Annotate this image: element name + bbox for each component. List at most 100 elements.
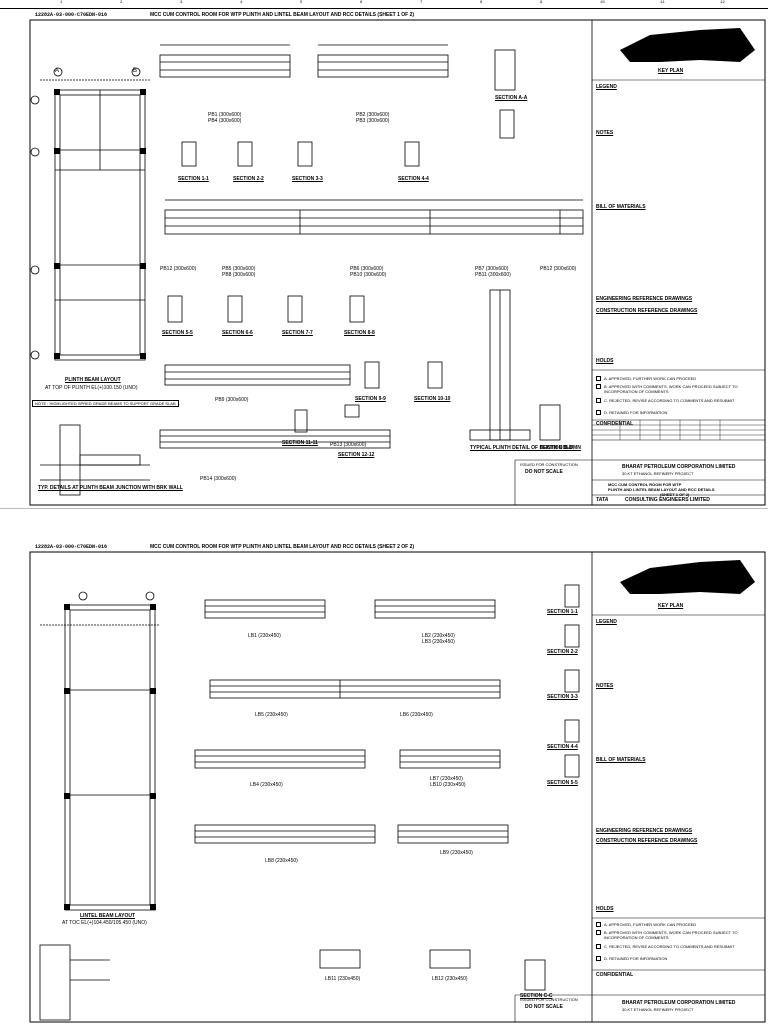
plinth-plan-note: NOTE : HIGHLIGHTED SPRED GRADE BEAMS TO …	[32, 400, 179, 407]
beam-label-lb2: LB2 (230x450)	[422, 633, 455, 639]
beam-label-lb5: LB5 (230x450)	[255, 712, 288, 718]
section-label: SECTION 1-1	[547, 609, 578, 615]
ruler-number: 12	[720, 1, 725, 5]
project-name: 30 KT ETHANOL REFINERY PROJECT	[622, 1007, 694, 1012]
notes-title: NOTES	[596, 683, 614, 689]
plinth-plan-title: PLINTH BEAM LAYOUT	[65, 377, 121, 383]
ruler-number: 4	[240, 1, 243, 5]
client-name: BHARAT PETROLEUM CORPORATION LIMITED	[622, 1000, 736, 1006]
bom-title: BILL OF MATERIALS	[596, 757, 646, 763]
section-label: SECTION 6-6	[222, 330, 253, 336]
issued-stamp: ISSUED FOR CONSTRUCTION	[520, 997, 578, 1002]
plinth-plan-subtitle: AT TOP OF PLINTH EL(+)100.150 (UNO)	[45, 385, 138, 391]
project-name: 30 KT ETHANOL REFINERY PROJECT	[622, 471, 694, 476]
typical-plinth-title: TYPICAL PLINTH DETAIL OF PLINTH COLUMN	[470, 445, 581, 451]
section-label: SECTION 12-12	[338, 452, 375, 458]
drawing-title-1: MCC CUM CONTROL ROOM FOR WTP	[608, 482, 682, 487]
do-not-scale: DO NOT SCALE	[525, 469, 563, 475]
sheet-header-rotated: MCC CUM CONTROL ROOM FOR WTP PLINTH AND …	[150, 12, 415, 18]
ruler-number: 2	[120, 1, 123, 5]
sheet-separator	[0, 508, 768, 542]
beam-label-lb1: LB1 (230x450)	[248, 633, 281, 639]
legend-title: LEGEND	[596, 619, 617, 625]
section-label: SECTION 11-11	[282, 440, 318, 446]
hold-checkbox-a	[596, 376, 601, 381]
ruler-number: 10	[600, 1, 605, 5]
bom-title: BILL OF MATERIALS	[596, 204, 646, 210]
beam-label-pb4: PB4 (300x600)	[208, 118, 242, 124]
beam-label-lb11: LB11 (230x450)	[325, 976, 361, 982]
confidential-label: CONFIDENTIAL	[596, 421, 634, 427]
drawing-title-3: (SHEET 1 OF 2)	[660, 492, 690, 497]
beam-label-pb2: PB2 (300x600)	[356, 112, 390, 118]
notes-title: NOTES	[596, 130, 614, 136]
ruler-number: 9	[540, 1, 543, 5]
beam-label-pb10: PB10 (300x600)	[350, 272, 387, 278]
hold-option-d: D. RETAINED FOR INFORMATION	[604, 410, 668, 415]
beam-label-lb10: LB10 (230x450)	[430, 782, 466, 788]
hold-checkbox-d	[596, 410, 601, 415]
beam-label-lb3: LB3 (230x450)	[422, 639, 455, 645]
eng-ref-title: ENGINEERING REFERENCE DRAWINGS	[596, 828, 693, 834]
beam-label-lb4: LB4 (230x450)	[250, 782, 283, 788]
doc-number-rotated: 12282A-03-000-C70EDN-016	[35, 12, 108, 18]
hold-option-b: B. APPROVED WITH COMMENTS, WORK CAN PROC…	[604, 384, 738, 394]
hold-checkbox-c	[596, 944, 601, 949]
section-label: SECTION 7-7	[282, 330, 313, 336]
ruler-number: 11	[660, 1, 665, 5]
sheet-1-linework	[29, 19, 766, 506]
ruler-number: 1	[60, 1, 63, 5]
grid-bubble-b: B	[133, 68, 138, 74]
hold-checkbox-b	[596, 930, 601, 935]
beam-label-lb7: LB7 (230x450)	[430, 776, 463, 782]
ruler-number: 8	[480, 1, 483, 5]
section-label: SECTION 5-5	[547, 780, 578, 786]
beam-label-pb5: PB5 (300x600)	[222, 266, 256, 272]
hold-option-c: C. REJECTED, REVISE ACCORDING TO COMMENT…	[604, 398, 735, 403]
issued-stamp: ISSUED FOR CONSTRUCTION	[520, 462, 578, 467]
hold-option-a: A. APPROVED, FURTHER WORK CAN PROCEED	[604, 376, 697, 381]
hold-option-d: D. RETAINED FOR INFORMATION	[604, 956, 668, 961]
sheet-ruler: 1 2 3 4 5 6 7 8 9 10 11 12	[0, 0, 768, 9]
client-name: BHARAT PETROLEUM CORPORATION LIMITED	[622, 464, 736, 470]
section-label: SECTION 4-4	[547, 744, 578, 750]
do-not-scale: DO NOT SCALE	[525, 1004, 563, 1010]
eng-ref-title: ENGINEERING REFERENCE DRAWINGS	[596, 296, 693, 302]
section-label: SECTION A-A	[495, 95, 528, 101]
beam-label-pb6: PB6 (300x600)	[350, 266, 384, 272]
sheet-2-linework	[29, 551, 766, 1023]
section-label: SECTION 4-4	[398, 176, 429, 182]
hold-option-b: B. APPROVED WITH COMMENTS, WORK CAN PROC…	[604, 930, 738, 940]
legend-title: LEGEND	[596, 84, 617, 90]
section-label: SECTION 3-3	[547, 694, 578, 700]
drawing-sheet-1: 1 2 3 4 5 6 7 8 9 10 11 12	[0, 0, 768, 508]
section-label: SECTION 1-1	[178, 176, 209, 182]
const-ref-title: CONSTRUCTION REFERENCE DRAWINGS	[596, 308, 698, 314]
section-label: SECTION B-B	[540, 445, 573, 451]
lintel-plan-subtitle: AT TOC EL(+)104.450/105.450 (UNO)	[62, 920, 147, 926]
key-plan-title: KEY PLAN	[658, 68, 684, 74]
hold-checkbox-c	[596, 398, 601, 403]
ruler-number: 6	[360, 1, 363, 5]
hold-checkbox-d	[596, 956, 601, 961]
beam-label-lb6: LB6 (230x450)	[400, 712, 433, 718]
beam-label-pb14: PB14 (300x600)	[200, 476, 237, 482]
section-label: SECTION 2-2	[547, 649, 578, 655]
confidential-label: CONFIDENTIAL	[596, 972, 634, 978]
hold-option-c: C. REJECTED, REVISE ACCORDING TO COMMENT…	[604, 944, 735, 949]
lintel-plan-title: LINTEL BEAM LAYOUT	[80, 913, 136, 919]
beam-label-pb12-left: PB12 (300x600)	[160, 266, 197, 272]
section-label: SECTION 2-2	[233, 176, 264, 182]
beam-label-lb8: LB8 (230x450)	[265, 858, 298, 864]
doc-number-rotated: 12282A-03-000-C70EDN-016	[35, 544, 108, 550]
holds-title: HOLDS	[596, 358, 614, 364]
key-plan-title: KEY PLAN	[658, 603, 684, 609]
beam-label-pb7: PB7 (300x600)	[475, 266, 509, 272]
beam-label-pb12-right: PB12 (300x600)	[540, 266, 577, 272]
section-label: SECTION 3-3	[292, 176, 323, 182]
ruler-number: 5	[300, 1, 303, 5]
const-ref-title: CONSTRUCTION REFERENCE DRAWINGS	[596, 838, 698, 844]
beam-label-pb3: PB3 (300x600)	[356, 118, 390, 124]
section-label: SECTION 9-9	[355, 396, 386, 402]
ruler-number: 3	[180, 1, 183, 5]
